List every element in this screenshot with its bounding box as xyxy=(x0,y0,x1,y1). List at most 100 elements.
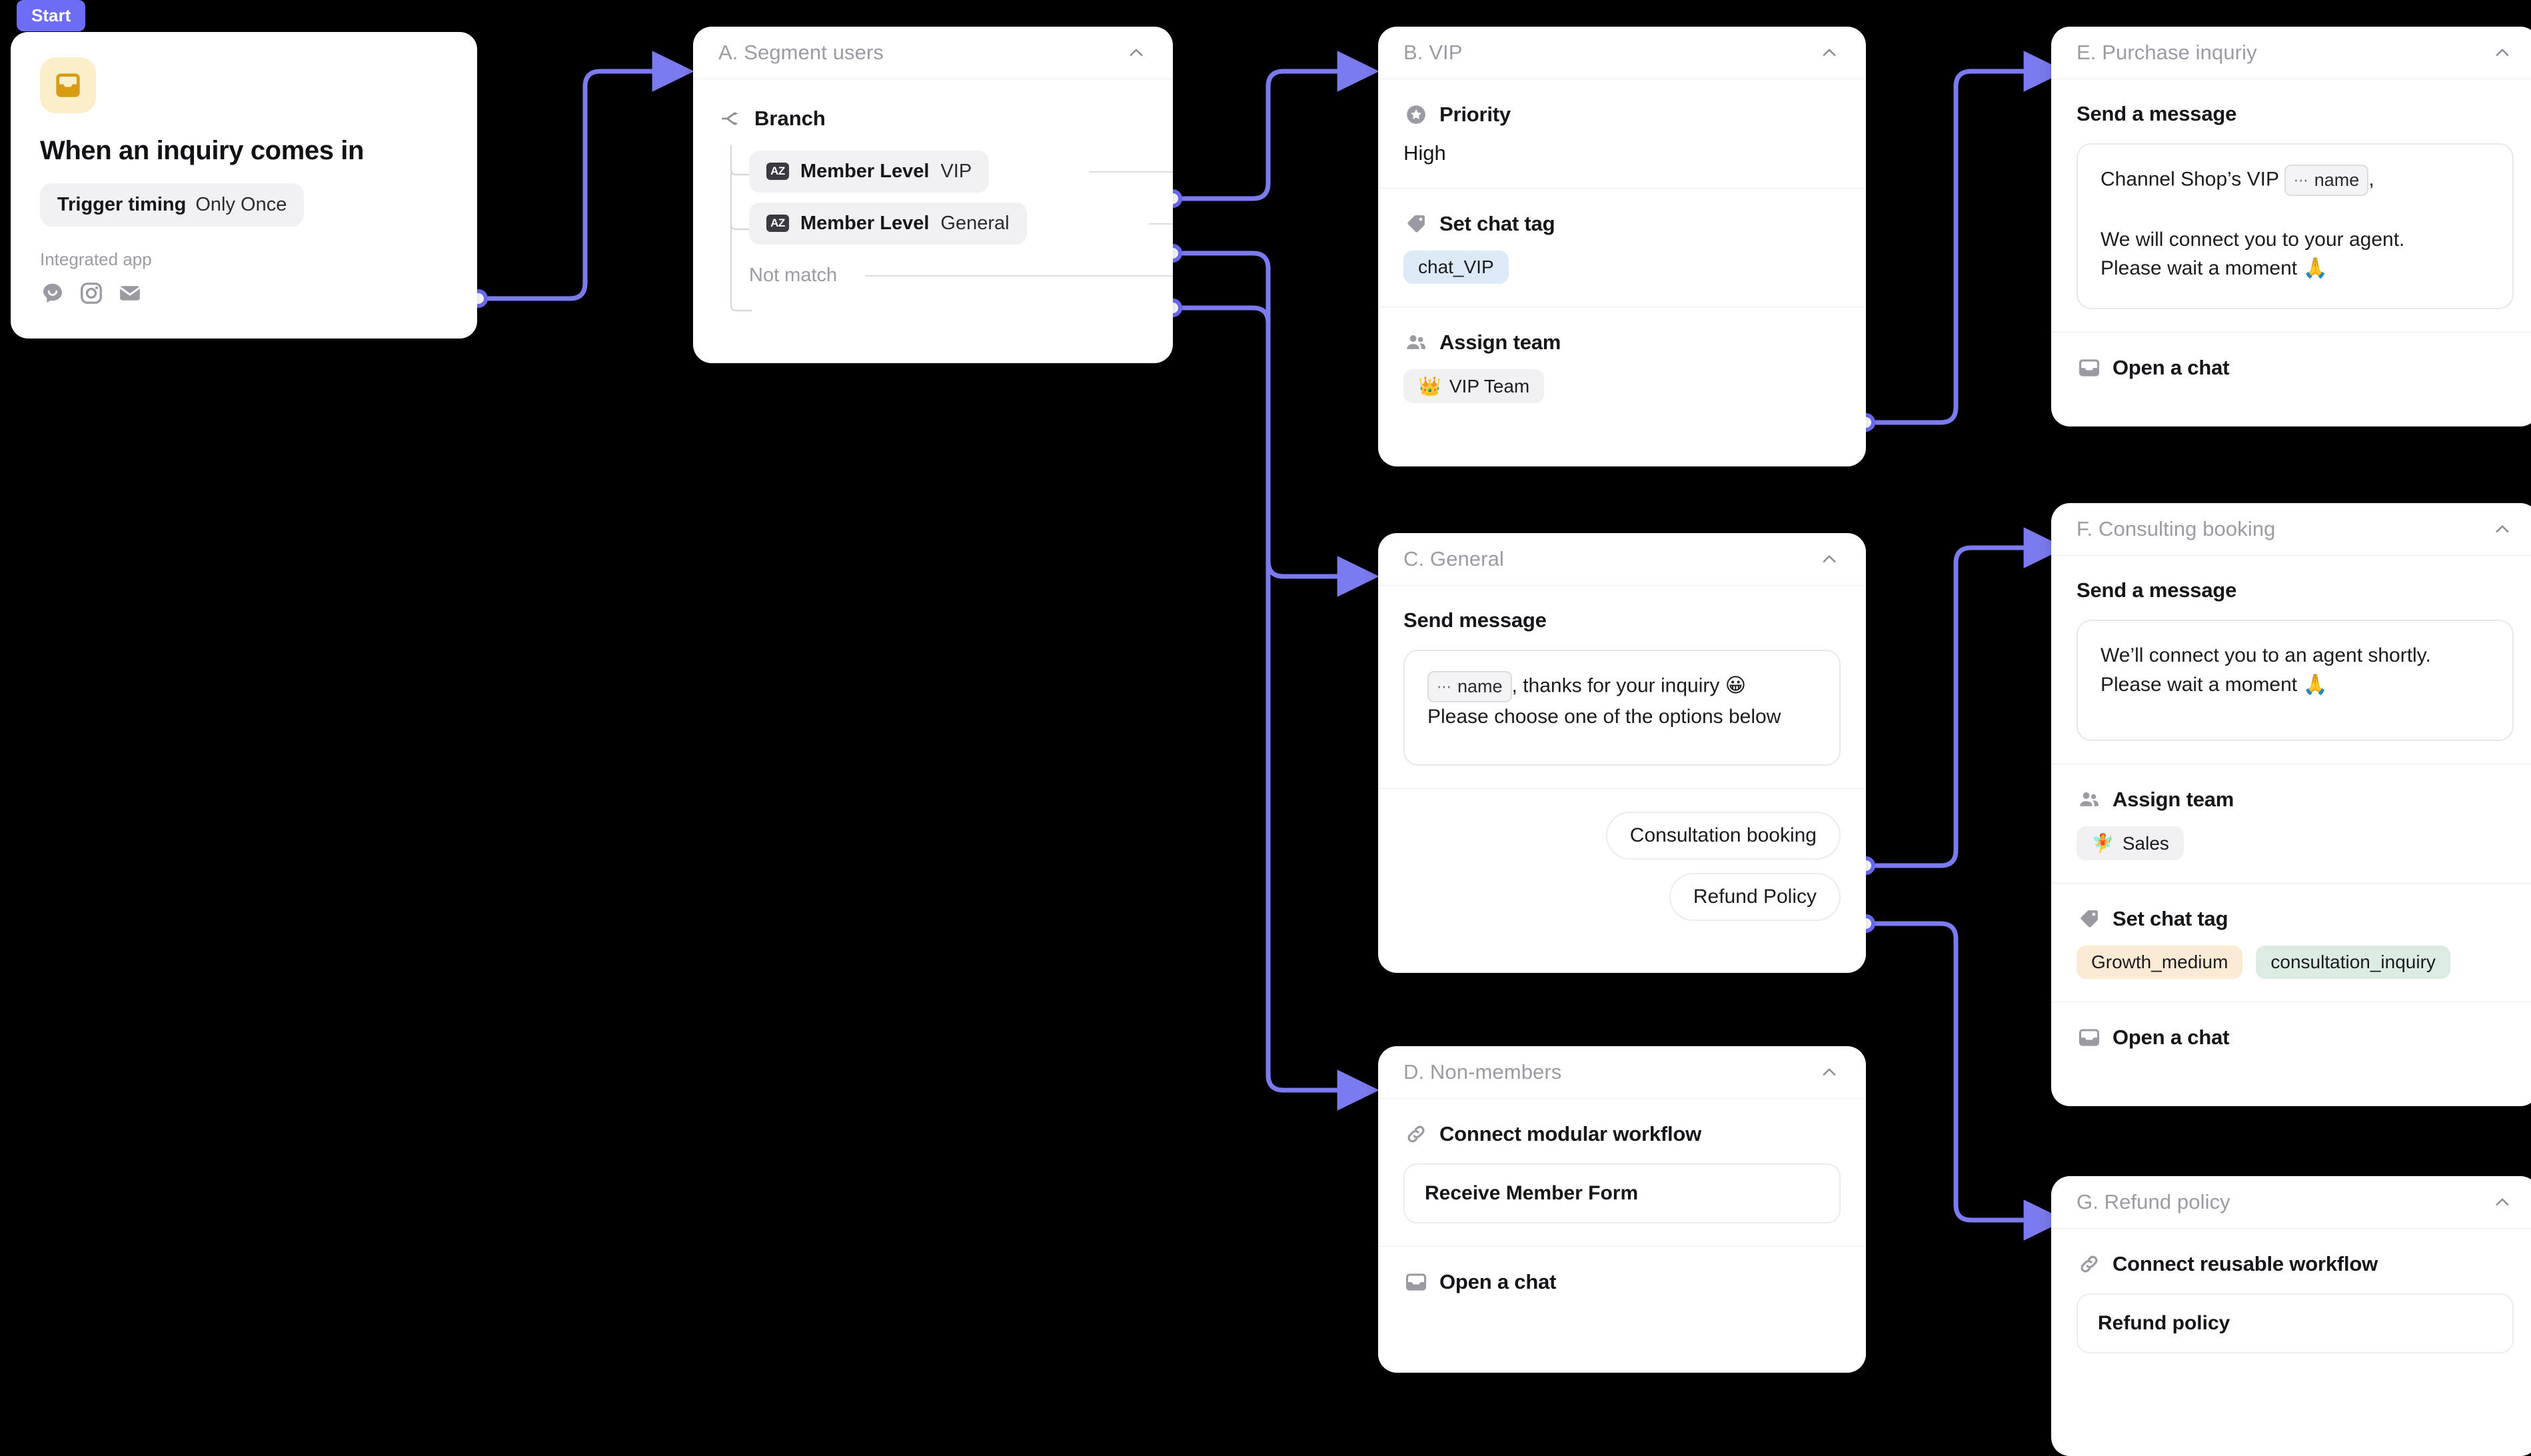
node-f-send-message-section: Send a message We’ll connect you to an a… xyxy=(2051,556,2531,764)
connect-workflow-label: Connect reusable workflow xyxy=(2112,1251,2378,1275)
trigger-timing-value: Only Once xyxy=(195,194,287,215)
node-b-header[interactable]: B. VIP xyxy=(1378,27,1866,79)
chevron-up-icon[interactable] xyxy=(1818,41,1841,64)
node-d-connect-section: Connect modular workflow Receive Member … xyxy=(1378,1099,1866,1246)
assign-team-list: 👑 VIP Team xyxy=(1403,369,1841,403)
branch-value: VIP xyxy=(940,160,972,182)
node-e-open-chat-section: Open a chat xyxy=(2051,333,2531,402)
node-f-header[interactable]: F. Consulting booking xyxy=(2051,503,2531,555)
node-a-segment-users[interactable]: A. Segment users Branch xyxy=(693,27,1173,363)
branch-label: Branch xyxy=(754,106,826,130)
node-d-title: D. Non-members xyxy=(1403,1060,1562,1084)
node-c-send-message-section: Send message ⋯name, thanks for your inqu… xyxy=(1378,586,1866,788)
node-b-chat-tag-section: Set chat tag chat_VIP xyxy=(1378,189,1866,307)
start-badge: Start xyxy=(17,0,86,31)
node-a-title: A. Segment users xyxy=(718,41,884,64)
chevron-up-icon[interactable] xyxy=(1818,548,1841,570)
reply-button-refund-policy[interactable]: Refund Policy xyxy=(1669,873,1841,921)
send-message-label: Send a message xyxy=(2077,102,2237,125)
chat-tag-label: Set chat tag xyxy=(2112,906,2228,930)
node-d-non-members[interactable]: D. Non-members Connect modular workflow … xyxy=(1378,1046,1866,1373)
chat-tag-list: chat_VIP xyxy=(1403,251,1841,284)
message-body[interactable]: Channel Shop’s VIP ⋯name, We will connec… xyxy=(2077,143,2514,309)
chevron-up-icon[interactable] xyxy=(1125,41,1148,64)
branch-row-vip[interactable]: AZ Member Level VIP xyxy=(749,145,1173,197)
message-body[interactable]: We’ll connect you to an agent shortly. P… xyxy=(2077,620,2514,741)
team-name: VIP Team xyxy=(1449,375,1530,396)
message-line-3: Please wait a moment 🙏 xyxy=(2101,257,2328,280)
node-b-vip[interactable]: B. VIP Priority High Set chat tag xyxy=(1378,27,1866,466)
trigger-timing-pill: Trigger timing Only Once xyxy=(40,183,305,227)
priority-label: Priority xyxy=(1439,102,1511,126)
branch-row-not-match[interactable]: Not match xyxy=(749,249,1173,301)
people-icon xyxy=(2077,787,2101,812)
node-c-general[interactable]: C. General Send message ⋯name, thanks fo… xyxy=(1378,533,1866,973)
node-b-priority-section: Priority High xyxy=(1378,79,1866,188)
branch-tree-lines xyxy=(730,145,752,312)
node-f-open-chat-section: Open a chat xyxy=(2051,1002,2531,1072)
variable-name: name xyxy=(2314,170,2360,190)
chat-tag-label: Set chat tag xyxy=(1439,211,1555,235)
message-line-1: , thanks for your inquiry 😀 xyxy=(1511,674,1746,697)
node-c-header[interactable]: C. General xyxy=(1378,533,1866,585)
tag-icon xyxy=(2077,906,2101,931)
branch-row-general[interactable]: AZ Member Level General xyxy=(749,197,1173,249)
message-prefix: Channel Shop’s VIP xyxy=(2101,168,2279,191)
team-emoji: 👑 xyxy=(1418,376,1441,396)
branch-chip[interactable]: AZ Member Level General xyxy=(749,202,1027,245)
team-chip: 👑 VIP Team xyxy=(1403,369,1545,403)
priority-value: High xyxy=(1403,141,1446,165)
send-message-label: Send message xyxy=(1403,608,1547,632)
node-b-title: B. VIP xyxy=(1403,41,1463,64)
linked-workflow-target[interactable]: Refund policy xyxy=(2077,1293,2514,1353)
trigger-node[interactable]: When an inquiry comes in Trigger timing … xyxy=(11,32,477,339)
people-icon xyxy=(1403,330,1428,355)
inbox-icon xyxy=(40,57,96,113)
node-a-header[interactable]: A. Segment users xyxy=(693,27,1173,79)
node-g-connect-section: Connect reusable workflow Refund policy xyxy=(2051,1229,2531,1376)
node-g-refund-policy[interactable]: G. Refund policy Connect reusable workfl… xyxy=(2051,1176,2531,1456)
inbox-small-icon xyxy=(2077,355,2101,380)
node-e-purchase-inquiry[interactable]: E. Purchase inquriy Send a message Chann… xyxy=(2051,27,2531,426)
divider xyxy=(2051,555,2531,556)
node-g-header[interactable]: G. Refund policy xyxy=(2051,1176,2531,1228)
message-suffix: , xyxy=(2368,168,2374,191)
chevron-up-icon[interactable] xyxy=(2491,1191,2514,1213)
variable-name: name xyxy=(1457,676,1503,696)
email-icon xyxy=(117,281,143,306)
team-name: Sales xyxy=(2122,832,2169,854)
team-emoji: 🧚 xyxy=(2091,833,2114,854)
assign-team-list: 🧚 Sales xyxy=(2077,826,2514,860)
reply-button-consultation-booking[interactable]: Consultation booking xyxy=(1605,812,1841,860)
tag-icon xyxy=(1403,211,1428,236)
star-circle-icon xyxy=(1403,102,1428,127)
inbox-small-icon xyxy=(1403,1269,1428,1294)
node-e-title: E. Purchase inquriy xyxy=(2077,41,2257,64)
node-d-header[interactable]: D. Non-members xyxy=(1378,1046,1866,1098)
chevron-up-icon[interactable] xyxy=(1818,1061,1841,1084)
not-match-label: Not match xyxy=(749,264,838,286)
branch-value: General xyxy=(940,212,1010,234)
integrated-app-list xyxy=(40,281,448,306)
branch-connector-line xyxy=(866,275,1173,277)
divider xyxy=(2051,332,2531,333)
message-body[interactable]: ⋯name, thanks for your inquiry 😀 Please … xyxy=(1403,650,1841,766)
node-f-title: F. Consulting booking xyxy=(2077,517,2276,540)
node-f-consulting-booking[interactable]: F. Consulting booking Send a message We’… xyxy=(2051,503,2531,1106)
branch-list: AZ Member Level VIP AZ Member Level Gene… xyxy=(718,145,1173,312)
chevron-up-icon[interactable] xyxy=(2491,41,2514,64)
branch-icon xyxy=(718,106,743,131)
chat-tag-chip: Growth_medium xyxy=(2077,946,2243,979)
linked-workflow-target[interactable]: Receive Member Form xyxy=(1403,1163,1841,1223)
assign-team-label: Assign team xyxy=(2112,787,2234,811)
assign-team-label: Assign team xyxy=(1439,330,1561,354)
open-chat-label: Open a chat xyxy=(2112,1025,2230,1049)
message-line-2: Please choose one of the options below xyxy=(1427,706,1781,728)
connect-workflow-label: Connect modular workflow xyxy=(1439,1121,1702,1145)
node-e-header[interactable]: E. Purchase inquriy xyxy=(2051,27,2531,79)
send-message-label: Send a message xyxy=(2077,578,2237,602)
chevron-up-icon[interactable] xyxy=(2491,518,2514,540)
divider xyxy=(1378,1246,1866,1247)
branch-chip[interactable]: AZ Member Level VIP xyxy=(749,150,990,193)
